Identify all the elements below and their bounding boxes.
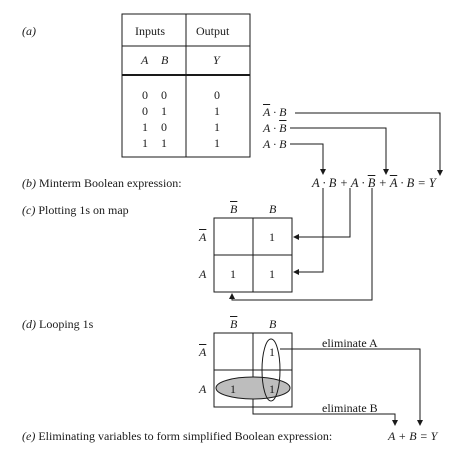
- col-b-header: B: [161, 53, 169, 67]
- row3-y: 1: [214, 136, 220, 150]
- col-y-header: Y: [213, 53, 220, 67]
- minterm-3: A · B: [263, 137, 287, 151]
- part-d: (d) Looping 1s: [22, 317, 94, 331]
- kmap-d-cell-r0c1: 1: [269, 345, 275, 359]
- loop-row-a: [215, 376, 291, 400]
- part-e: (e) Eliminating variables to form simpli…: [22, 429, 333, 443]
- kmap-d-col-notb: B: [230, 317, 238, 331]
- row2-y: 1: [214, 120, 220, 134]
- part-a-label: (a): [22, 24, 36, 38]
- kmap-d-row-nota: A: [199, 345, 207, 359]
- row2-b: 0: [161, 120, 167, 134]
- kmap-c-cell-r1c1: 1: [269, 267, 275, 281]
- kmap-c-col-b: B: [269, 202, 277, 216]
- row0-a: 0: [142, 88, 148, 102]
- row0-y: 0: [214, 88, 220, 102]
- eliminate-b-label: eliminate B: [322, 401, 378, 415]
- part-b: (b) Minterm Boolean expression:: [22, 176, 182, 190]
- kmap-d-col-b: B: [269, 317, 277, 331]
- kmap-c-cell-r1c0: 1: [230, 267, 236, 281]
- kmap-d-cell-r1c0: 1: [230, 382, 236, 396]
- kmap-c-col-notb: B: [230, 202, 238, 216]
- kmap-c-row-a: A: [199, 267, 207, 281]
- inputs-header: Inputs: [135, 24, 165, 38]
- minterm-1: A · B: [263, 105, 287, 119]
- output-header: Output: [196, 24, 230, 38]
- loop-col-b: [261, 338, 281, 402]
- col-a-header: A: [141, 53, 149, 67]
- row0-b: 0: [161, 88, 167, 102]
- eliminate-a-label: eliminate A: [322, 336, 378, 350]
- kmap-d-row-a: A: [199, 382, 207, 396]
- kmap-d-cell-r1c1: 1: [269, 382, 275, 396]
- minterm-2: A · B: [263, 121, 287, 135]
- row3-a: 1: [142, 136, 148, 150]
- row1-y: 1: [214, 104, 220, 118]
- kmap-c-grid: [213, 217, 293, 293]
- simplified-expression: A + B = Y: [388, 429, 438, 443]
- row2-a: 1: [142, 120, 148, 134]
- truth-table-grid: [121, 13, 251, 158]
- row3-b: 1: [161, 136, 167, 150]
- minterm-expression: A · B + A · B + A · B = Y: [312, 176, 436, 190]
- kmap-c-cell-r0c1: 1: [269, 230, 275, 244]
- row1-a: 0: [142, 104, 148, 118]
- row1-b: 1: [161, 104, 167, 118]
- part-c: (c) Plotting 1s on map: [22, 203, 129, 217]
- kmap-c-row-nota: A: [199, 230, 207, 244]
